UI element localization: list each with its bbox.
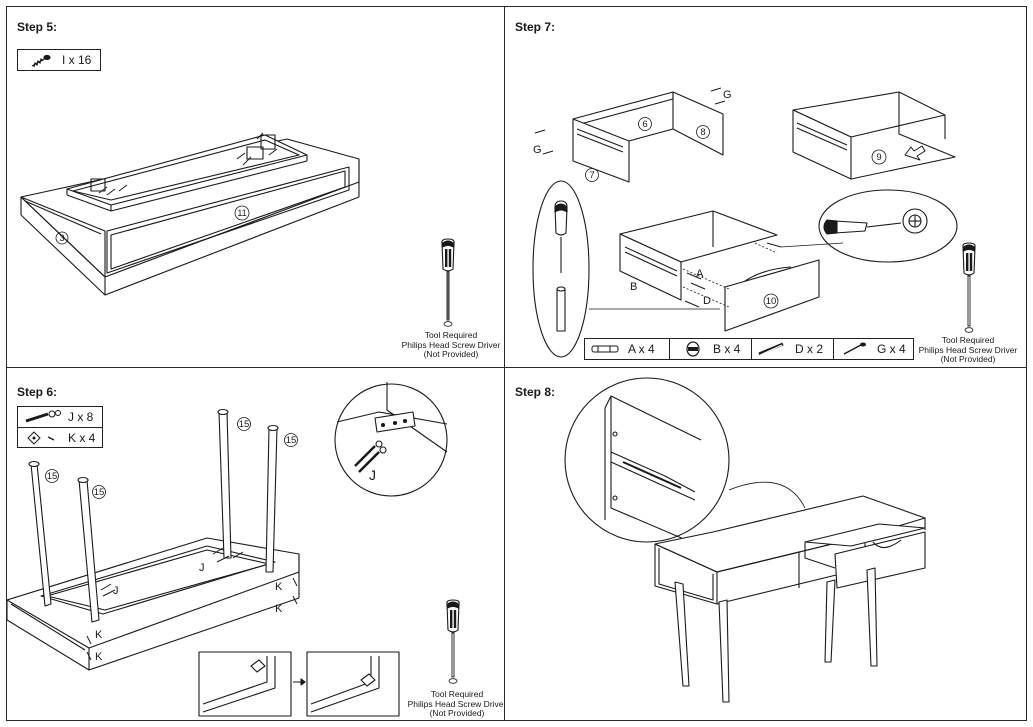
step-6-part-15-a: 15 xyxy=(47,471,58,482)
step-6-label-j-2: J xyxy=(199,562,205,574)
step-5-part-11: 11 xyxy=(237,208,246,218)
bolt-washer-icon xyxy=(25,410,61,423)
step-6-part-15-c: 15 xyxy=(239,419,250,430)
step-6-part-15-b: 15 xyxy=(94,487,105,498)
screwdriver-icon xyxy=(962,242,976,333)
step-6-illustration: 15 15 15 15 J J J K K K K xyxy=(7,382,460,717)
step-8-illustration xyxy=(564,377,926,703)
hardware-a: A x 4 xyxy=(585,339,670,359)
step-6-title: Step 6: xyxy=(17,385,58,399)
dowel-pin-icon xyxy=(591,345,619,353)
step-5-part-3: 3 xyxy=(59,233,64,243)
step-7-part-10: 10 xyxy=(766,296,777,307)
step-6-hardware-box: J x 8 K x 4 xyxy=(17,406,103,448)
step-6-label-k-4: K xyxy=(275,603,283,615)
hardware-a-label: A x 4 xyxy=(628,342,655,356)
step-6-label-j-zoom: J xyxy=(369,467,376,483)
step-6-hardware-k: K x 4 xyxy=(68,431,96,445)
step-7-part-7: 7 xyxy=(589,170,594,181)
cam-bolt-icon xyxy=(758,342,784,356)
hardware-b: B x 4 xyxy=(669,339,752,359)
step-6-label-j-1: J xyxy=(113,585,119,597)
hardware-d-label: D x 2 xyxy=(795,342,824,356)
screw-icon xyxy=(843,342,866,355)
step-7-label-b: B xyxy=(630,281,637,293)
step-7-part-9: 9 xyxy=(876,152,881,163)
step-7-part-8: 8 xyxy=(700,127,705,138)
step-7-label-a: A xyxy=(696,268,704,280)
step-6-label-k-3: K xyxy=(275,581,283,593)
step-8-panel: Step 8: xyxy=(505,368,1027,721)
hardware-g: G x 4 xyxy=(833,339,913,359)
step-7-illustration: 6 8 7 9 10 G G A B D xyxy=(532,87,976,358)
step-7-hardware-strip: A x 4 B x 4 D x 2 xyxy=(584,338,914,360)
cam-lock-icon xyxy=(686,341,700,357)
step-7-panel: Step 7: xyxy=(505,6,1027,368)
hardware-g-label: G x 4 xyxy=(877,342,906,356)
step-5-hardware-label: I x 16 xyxy=(62,53,92,67)
step-5-title: Step 5: xyxy=(17,20,58,34)
screw-icon xyxy=(31,54,51,68)
step-7-title: Step 7: xyxy=(515,20,556,34)
hardware-d: D x 2 xyxy=(751,339,834,359)
step-5-panel: Step 5: I x 16 xyxy=(6,6,505,368)
step-6-label-k-2: K xyxy=(95,651,103,663)
step-8-title: Step 8: xyxy=(515,385,556,399)
step-6-label-k-1: K xyxy=(95,629,103,641)
step-7-label-g-left: G xyxy=(533,144,542,156)
step-7-label-g-top: G xyxy=(723,89,732,101)
step-6-part-15-d: 15 xyxy=(286,435,297,446)
corner-bracket-icon xyxy=(27,431,55,445)
step-7-label-d: D xyxy=(703,295,711,307)
step-5-illustration: 3 11 xyxy=(20,132,455,327)
step-6-panel: Step 6: J x 8 K x 4 xyxy=(6,368,505,721)
step-5-hardware-box: I x 16 xyxy=(17,49,101,71)
screwdriver-icon xyxy=(441,238,455,327)
step-7-part-6: 6 xyxy=(642,119,647,130)
step-6-hardware-j: J x 8 xyxy=(68,410,94,424)
screwdriver-icon xyxy=(446,599,460,684)
hardware-b-label: B x 4 xyxy=(713,342,741,356)
